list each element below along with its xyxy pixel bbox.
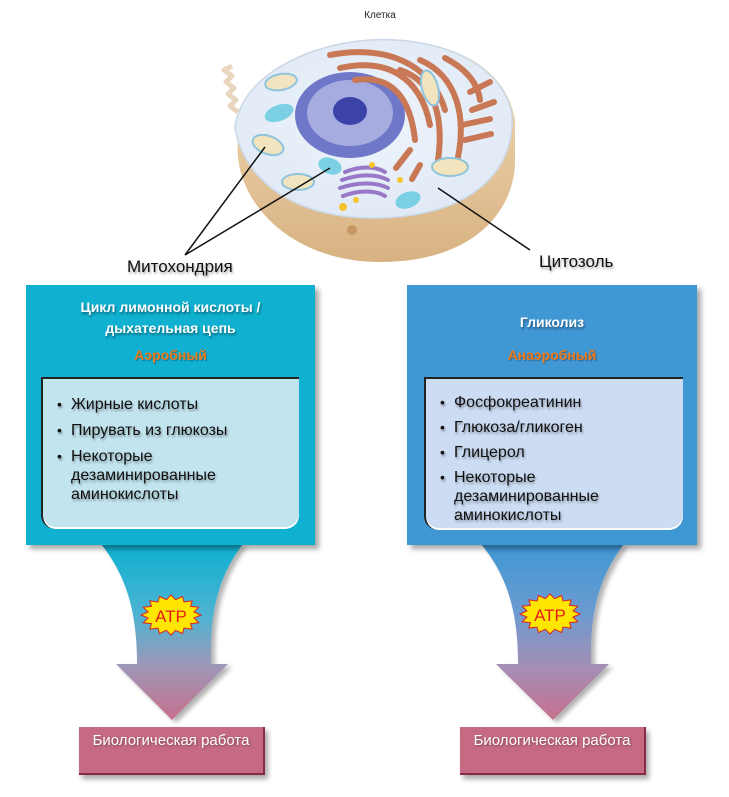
aerobic-title-line2: дыхательная цепь (105, 320, 236, 336)
aerobic-panel: Цикл лимонной кислоты / дыхательная цепь… (26, 285, 315, 545)
list-item: Жирные кислоты (57, 395, 291, 414)
atp-burst-left: ATP (139, 594, 203, 636)
aerobic-title-line1: Цикл лимонной кислоты / (80, 299, 261, 315)
list-item: Фосфокреатинин (440, 393, 675, 412)
mitochondria-label: Митохондрия (127, 257, 233, 276)
cell-title: Клетка (364, 10, 396, 21)
cytosol-label: Цитозоль (539, 252, 614, 271)
vesicles (264, 103, 421, 235)
golgi-apparatus (338, 165, 390, 198)
list-item: Некоторые дезаминированные аминокислоты (57, 447, 291, 504)
biological-work-box-right: Биологическая работа (460, 727, 646, 775)
cell-illustration (184, 38, 531, 262)
atp-label-right: ATP (534, 606, 566, 625)
aerobic-fuel-list-box: Жирные кислоты Пирувать из глюкозы Некот… (41, 377, 299, 529)
anaerobic-title: Гликолиз (519, 314, 585, 330)
mitochondria (251, 69, 469, 191)
biological-work-box-left: Биологическая работа (79, 727, 265, 775)
anaerobic-fuel-list-box: Фосфокреатинин Глюкоза/гликоген Глицерол… (424, 377, 683, 530)
list-item: Пирувать из глюкозы (57, 421, 291, 440)
list-item: Глицерол (440, 443, 675, 462)
atp-burst-right: ATP (518, 593, 582, 635)
cell-villi (221, 63, 240, 114)
anaerobic-fuel-list: Фосфокреатинин Глюкоза/гликоген Глицерол… (440, 393, 675, 532)
aerobic-fuel-list: Жирные кислоты Пирувать из глюкозы Некот… (57, 395, 291, 511)
list-item: Некоторые дезаминированные аминокислоты (440, 468, 675, 525)
anaerobic-panel: Гликолиз Анаэробный Фосфокреатинин Глюко… (407, 285, 697, 545)
atp-label-left: ATP (155, 607, 187, 626)
nucleus (295, 72, 405, 158)
list-item: Глюкоза/гликоген (440, 418, 675, 437)
aerobic-subtitle: Аэробный (134, 347, 207, 363)
energy-flow-arrows: ATP ATP (101, 544, 624, 720)
pointer-lines (184, 146, 531, 256)
anaerobic-subtitle: Анаэробный (507, 347, 597, 363)
